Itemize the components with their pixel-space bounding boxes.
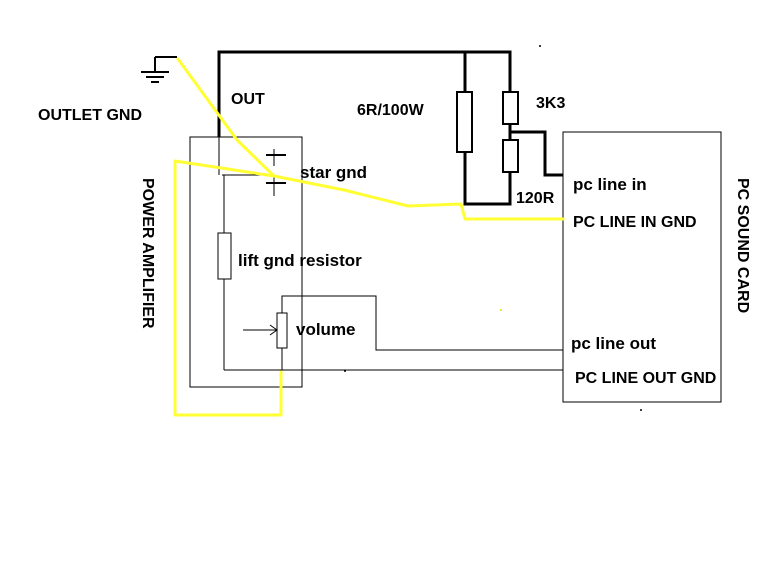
volume-top-wire <box>281 295 563 351</box>
resistor-120r <box>502 139 519 173</box>
out-label: OUT <box>231 91 265 108</box>
star-gnd-symbol <box>218 137 286 196</box>
resistor-3k3-label: 3K3 <box>536 95 565 112</box>
resistor-bottom-bus <box>463 152 512 206</box>
power-amplifier-label: POWER AMPLIFIER <box>139 178 156 329</box>
pc-sound-card-box <box>562 131 722 403</box>
volume-pot <box>276 312 288 349</box>
out-wire <box>217 50 512 137</box>
pc-line-in-label: pc line in <box>573 175 647 194</box>
ground-symbol <box>141 56 177 83</box>
amp-gnd-loop-wire <box>173 159 283 417</box>
power-amplifier-box <box>189 136 303 388</box>
lift-gnd-resistor <box>217 232 232 280</box>
pc-line-out-label: pc line out <box>571 334 656 353</box>
star-gnd-label: star gnd <box>300 163 367 182</box>
line-in-gnd-wire <box>272 174 565 221</box>
outlet-gnd-label: OUTLET GND <box>38 107 142 124</box>
volume-label: volume <box>296 320 356 339</box>
lift-gnd-resistor-label: lift gnd resistor <box>238 251 362 270</box>
power-resistor <box>456 91 473 153</box>
resistor-120r-label: 120R <box>516 190 555 207</box>
pc-line-out-gnd-label: PC LINE OUT GND <box>575 370 716 387</box>
outlet-gnd-wire <box>176 57 276 178</box>
pc-sound-card-label: PC SOUND CARD <box>734 178 751 313</box>
line-in-wire <box>510 130 563 177</box>
pc-line-in-gnd-label: PC LINE IN GND <box>573 214 697 231</box>
power-resistor-label: 6R/100W <box>357 102 425 119</box>
resistor-3k3 <box>502 91 519 125</box>
